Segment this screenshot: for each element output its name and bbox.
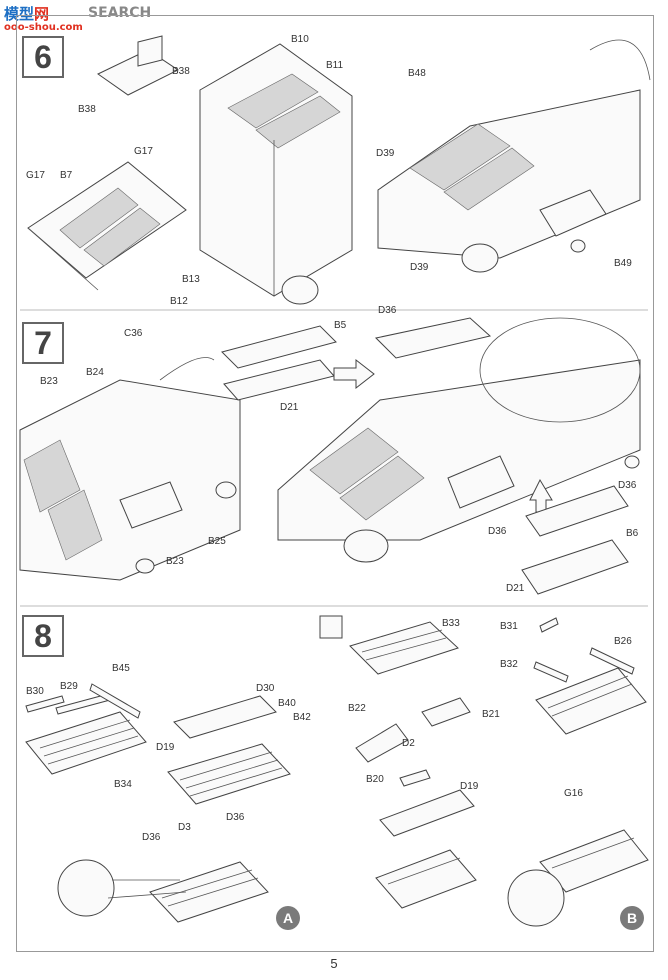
- part-label: B24: [86, 367, 104, 378]
- part-label: D36: [378, 305, 397, 316]
- site-watermark: 模型网 SEARCH ooo-shou.com: [4, 3, 204, 33]
- step6-drawing: [27, 35, 651, 305]
- page-number: 5: [330, 956, 338, 971]
- part-label: B23: [40, 376, 58, 387]
- part-label: B13: [182, 274, 200, 285]
- step-number-8: 8: [22, 615, 64, 657]
- step7-drawing: [19, 317, 641, 595]
- part-label: B38: [172, 66, 190, 77]
- part-label: D39: [376, 148, 395, 159]
- instruction-sheet-border: [16, 15, 654, 952]
- part-label: B22: [348, 703, 366, 714]
- part-label: B5: [334, 320, 347, 331]
- callout-badge-b: B: [620, 906, 644, 930]
- part-label: D2: [402, 738, 415, 749]
- part-label: D36: [488, 526, 507, 537]
- part-label: C36: [124, 328, 143, 339]
- part-label: D21: [280, 402, 299, 413]
- part-label: B40: [278, 698, 296, 709]
- part-label: B21: [482, 709, 500, 720]
- part-label: G17: [26, 170, 45, 181]
- part-label: B48: [408, 68, 426, 79]
- step-number-6: 6: [22, 36, 64, 78]
- part-label: D36: [226, 812, 245, 823]
- part-label: B25: [208, 536, 226, 547]
- part-label: B49: [614, 258, 632, 269]
- part-label: D39: [410, 262, 429, 273]
- part-label: B29: [60, 681, 78, 692]
- callout-badge-a: A: [276, 906, 300, 930]
- part-label: G17: [134, 146, 153, 157]
- part-label: D21: [506, 583, 525, 594]
- part-label: B38: [78, 104, 96, 115]
- watermark-logo: 模型网: [4, 5, 50, 23]
- part-label: B11: [326, 60, 344, 71]
- part-label: D36: [142, 832, 161, 843]
- part-label: B33: [442, 618, 460, 629]
- part-label: G16: [564, 788, 583, 799]
- part-label: D30: [256, 683, 275, 694]
- part-label: B42: [293, 712, 311, 723]
- part-label: B6: [626, 528, 639, 539]
- part-label: B12: [170, 296, 188, 307]
- part-label: B32: [500, 659, 518, 670]
- part-label: B31: [500, 621, 518, 632]
- part-label: B10: [291, 34, 309, 45]
- step-number-7: 7: [22, 322, 64, 364]
- part-label: B30: [26, 686, 44, 697]
- part-label: D36: [618, 480, 637, 491]
- part-label: B20: [366, 774, 384, 785]
- part-label: D3: [178, 822, 191, 833]
- step8-drawing: [20, 309, 649, 927]
- part-label: B26: [614, 636, 632, 647]
- part-label: D19: [460, 781, 479, 792]
- part-label: D19: [156, 742, 175, 753]
- part-label: B45: [112, 663, 130, 674]
- watermark-search-text: SEARCH: [88, 5, 152, 21]
- watermark-url: ooo-shou.com: [4, 22, 83, 33]
- part-label: B34: [114, 779, 132, 790]
- part-label: B23: [166, 556, 184, 567]
- part-label: B7: [60, 170, 73, 181]
